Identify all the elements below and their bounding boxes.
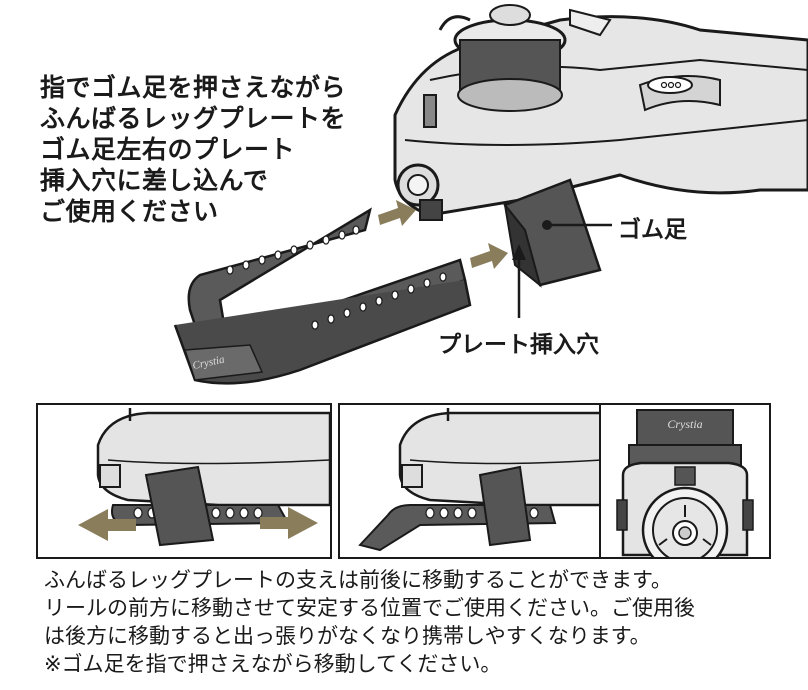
reel-body [393,4,808,221]
panel-slide-both [36,403,332,559]
footer-line: は後方に移動すると出っ張りがなくなり携帯しやすくなります。 [44,624,651,648]
rubber-foot [503,178,612,288]
footer-line: リールの前方に移動させて安定する位置でご使用ください。ご使用後 [44,596,695,620]
plate-hole-label: プレート挿入穴 [438,332,599,358]
instruction-text: 指でゴム足を押さえながら ふんばるレッグプレートを ゴム足左右のプレート 挿入穴… [40,72,346,227]
instruction-line: 指でゴム足を押さえながら [40,73,347,102]
footer-line: ※ゴム足を指で押さえながら移動してください。 [44,652,502,676]
panel-slide-back [338,403,604,559]
brand-logo-front: Crystia [667,417,703,431]
instruction-line: ご使用ください [40,197,219,226]
instruction-line: ふんばるレッグプレートを [40,104,347,133]
rubber-foot-label: ゴム足 [618,217,687,243]
instruction-line: 挿入穴に差し込んで [40,166,269,195]
panel-front-view: Crystia [599,403,771,559]
footer-text: ふんばるレッグプレートの支えは前後に移動することができます。 リールの前方に移動… [44,566,695,678]
leg-plate [173,207,472,385]
footer-line: ふんばるレッグプレートの支えは前後に移動することができます。 [44,568,672,592]
instruction-line: ゴム足左右のプレート [40,135,296,164]
reel-illustration [173,4,808,385]
insert-arrows [378,200,508,269]
plate-hole-pointer [512,244,526,318]
